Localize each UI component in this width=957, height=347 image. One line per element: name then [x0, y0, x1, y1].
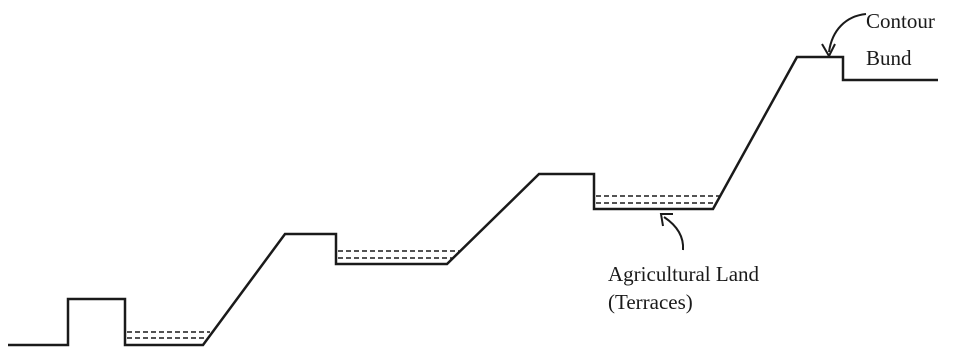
terrace-1-water-lines: [127, 331, 210, 339]
contour-bund-label-line2: Bund: [866, 46, 912, 70]
hillside-terrace-profile: [8, 55, 938, 347]
terrace-2-water-lines: [338, 250, 460, 259]
terrace-arrow: [659, 213, 685, 251]
agricultural-land-label-line1: Agricultural Land: [608, 262, 760, 286]
agricultural-land-label-line2: (Terraces): [608, 290, 693, 314]
terrace-3-water-lines: [596, 195, 720, 204]
contour-bund-label-line1: Contour: [866, 9, 935, 33]
contour-bund-arrow: [821, 13, 867, 59]
